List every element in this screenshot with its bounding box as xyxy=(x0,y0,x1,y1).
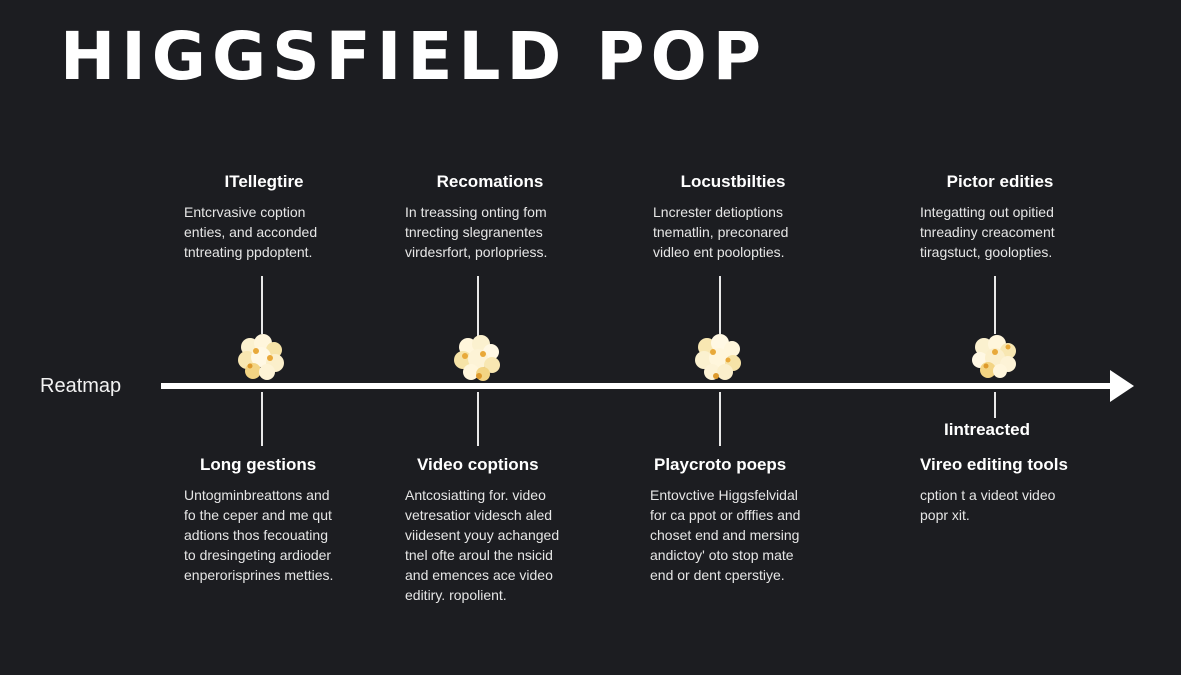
milestone-heading: Recomations xyxy=(436,172,544,191)
milestone-heading: Playcroto poeps xyxy=(654,455,787,474)
milestone-heading: Pictor edities xyxy=(946,172,1054,191)
page-title: HIGGSFIELD POP xyxy=(60,18,768,95)
popcorn-icon xyxy=(454,335,500,381)
milestone-description: Antcosiatting for. video vetresatior vid… xyxy=(405,487,560,603)
milestone-1-stem-top xyxy=(261,276,263,334)
milestone-description: cption t a videot video popr xit. xyxy=(920,487,1056,523)
milestone-3-stem-top xyxy=(719,276,721,334)
milestone-status-label: Iintreacted xyxy=(944,420,1030,439)
milestone-4-stem-top xyxy=(994,276,996,334)
milestone-2-bottom-card: Video coptions Antcosiatting for. video … xyxy=(405,455,585,605)
milestone-description: In treassing onting fom tnrecting slegra… xyxy=(405,204,548,260)
popcorn-icon xyxy=(238,334,284,380)
popcorn-icon xyxy=(972,335,1016,378)
milestone-description: Entovctive Higgsfelvidal for ca ppot or … xyxy=(650,487,801,583)
milestone-heading: Locustbilties xyxy=(680,172,786,191)
arrow-right-icon xyxy=(1110,370,1134,402)
milestone-description: Integatting out opitied tnreadiny creaco… xyxy=(920,204,1055,260)
milestone-4-top-card: Pictor edities Integatting out opitied t… xyxy=(920,172,1080,262)
milestone-1-bottom-card: Long gestions Untogminbreattons and fo t… xyxy=(184,455,364,585)
milestone-2-stem-bottom xyxy=(477,392,479,446)
milestone-3-bottom-card: Playcroto poeps Entovctive Higgsfelvidal… xyxy=(650,455,830,585)
milestone-description: Entcrvasive coption enties, and acconded… xyxy=(184,204,318,260)
milestone-heading: ITellegtire xyxy=(224,172,304,191)
milestone-heading: Long gestions xyxy=(200,455,317,474)
milestone-4-bottom-card: Vireo editing tools cption t a videot vi… xyxy=(920,455,1100,525)
timeline-axis-line xyxy=(161,383,1116,389)
milestone-description: Lncrester detioptions tnematlin, precona… xyxy=(653,204,789,260)
timeline-axis-label: Reatmap xyxy=(40,375,122,397)
milestone-2-stem-top xyxy=(477,276,479,336)
popcorn-icon xyxy=(695,334,741,380)
milestone-heading: Video coptions xyxy=(417,455,539,474)
milestone-2-top-card: Recomations In treassing onting fom tnre… xyxy=(405,172,575,262)
milestone-3-stem-bottom xyxy=(719,392,721,446)
milestone-description: Untogminbreattons and fo the ceper and m… xyxy=(184,487,334,583)
milestone-heading: Vireo editing tools xyxy=(920,455,1068,474)
milestone-1-top-card: ITellegtire Entcrvasive coption enties, … xyxy=(184,172,344,262)
milestone-4-stem-bottom xyxy=(994,392,996,418)
milestone-3-top-card: Locustbilties Lncrester detioptions tnem… xyxy=(653,172,813,262)
milestone-1-stem-bottom xyxy=(261,392,263,446)
